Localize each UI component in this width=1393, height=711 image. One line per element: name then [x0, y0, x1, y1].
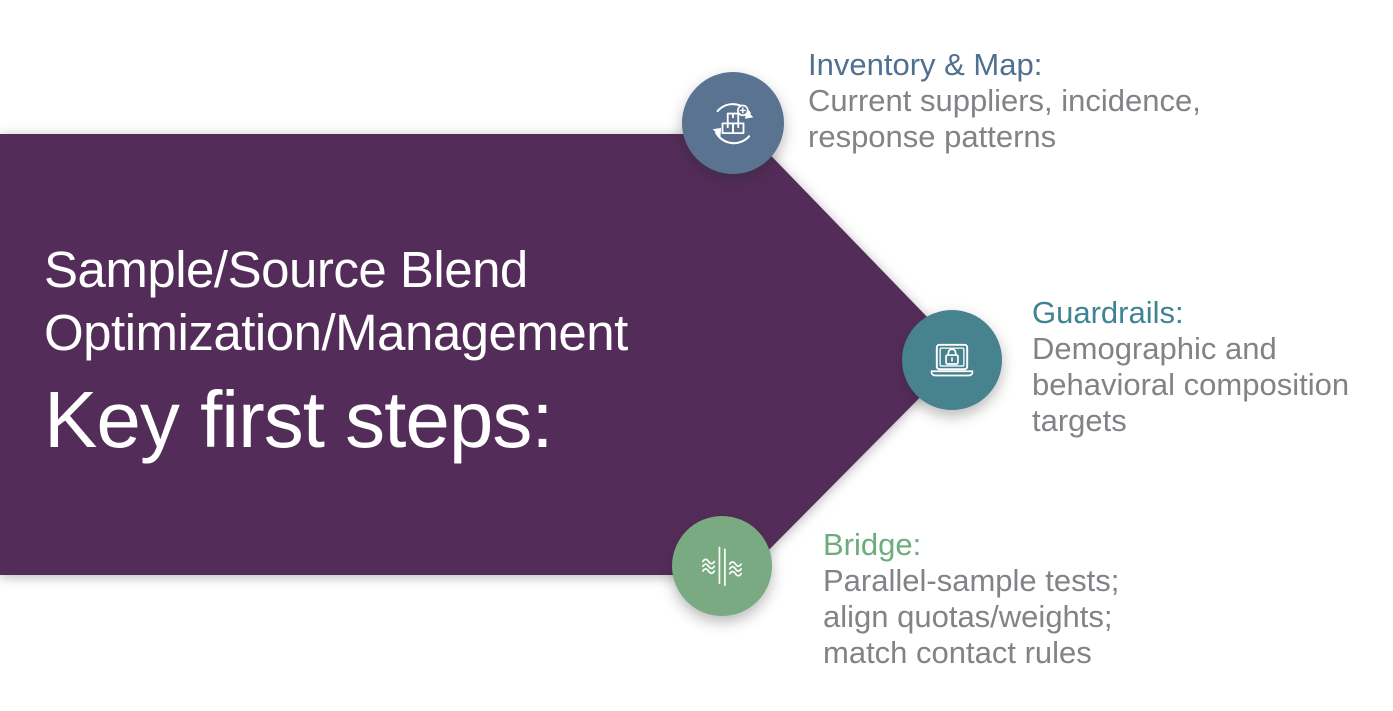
slide-title-line-1: Sample/Source Blend	[44, 241, 528, 298]
inventory-step-body-line: Current suppliers, incidence,	[808, 83, 1201, 118]
inventory-step-body-line: response patterns	[808, 119, 1057, 154]
slide-subtitle: Key first steps:	[44, 375, 554, 464]
laptop-lock-icon	[930, 343, 974, 377]
guardrails-step-body-line: Demographic and	[1032, 331, 1277, 366]
arrow-polygon	[0, 134, 963, 575]
guardrails-step-text: Guardrails: Demographic and behavioral c…	[1032, 295, 1349, 439]
bridge-step-body-line: match contact rules	[823, 635, 1092, 670]
bridge-step-text: Bridge: Parallel-sample tests; align quo…	[823, 527, 1119, 671]
guardrails-step-heading: Guardrails:	[1032, 295, 1184, 330]
inventory-step-heading: Inventory & Map:	[808, 47, 1043, 82]
bridge-step-circle	[672, 516, 772, 616]
title-block: Sample/Source Blend Optimization/Managem…	[44, 238, 628, 463]
guardrails-step-body-line: behavioral composition	[1032, 367, 1350, 402]
inventory-cycle-icon	[712, 103, 754, 145]
bridge-step-body-line: align quotas/weights;	[823, 599, 1113, 634]
inventory-step-text: Inventory & Map: Current suppliers, inci…	[808, 47, 1201, 155]
inventory-step-circle	[682, 72, 784, 174]
guardrails-step-circle	[902, 310, 1002, 410]
bridge-step-body-line: Parallel-sample tests;	[823, 563, 1120, 598]
arrowhead	[712, 127, 722, 137]
bridge-step-heading: Bridge:	[823, 527, 922, 562]
merge-flows-icon	[701, 546, 743, 587]
slide-title-line-2: Optimization/Management	[44, 304, 628, 361]
guardrails-step-body-line: targets	[1032, 403, 1127, 438]
